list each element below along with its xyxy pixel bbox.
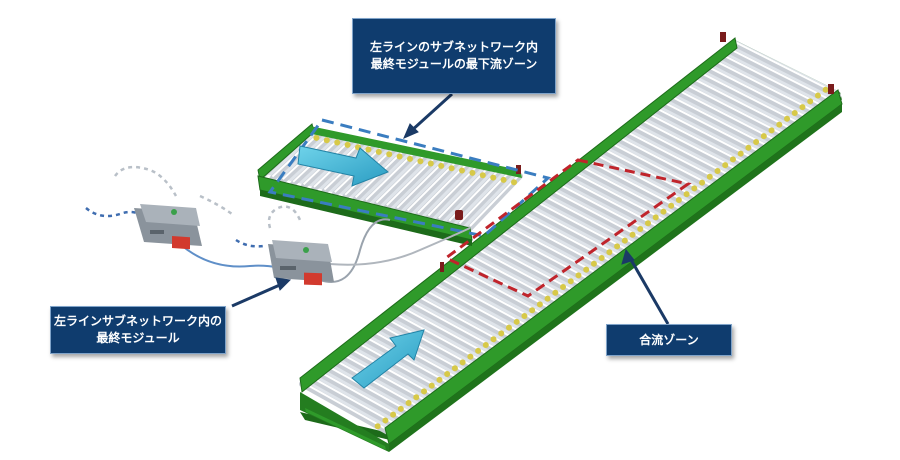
roller [612, 134, 717, 192]
roller [590, 152, 694, 210]
roller [435, 166, 492, 224]
roller [560, 175, 663, 233]
roller [456, 170, 513, 229]
roller [343, 345, 438, 401]
roller [358, 334, 454, 389]
roller [396, 304, 492, 360]
roller [433, 275, 531, 331]
roller [440, 269, 539, 325]
roller [425, 163, 482, 221]
merge-zone-callout: 合流ゾーン [606, 324, 732, 356]
roller [313, 369, 407, 424]
roller [404, 159, 461, 216]
roller [642, 111, 748, 169]
roller [582, 158, 686, 215]
flow-arrow-icon [297, 145, 389, 187]
roller [321, 363, 415, 418]
roller [351, 339, 446, 395]
roller [394, 156, 451, 213]
roller [500, 222, 601, 279]
roller [694, 70, 803, 128]
roller [679, 82, 787, 140]
roller [448, 263, 547, 320]
roller [522, 205, 624, 262]
roller [545, 187, 648, 244]
roller [508, 216, 609, 273]
merge-zone-outline [443, 158, 692, 298]
callout-text-line: 左ラインのサブネットワーク内 [369, 40, 538, 54]
roller [467, 173, 523, 231]
roller [485, 234, 585, 291]
control-module-icon [268, 240, 334, 286]
roller [363, 150, 419, 205]
roller [383, 154, 440, 211]
roller [709, 58, 818, 117]
roller [388, 310, 485, 366]
roller [403, 298, 500, 354]
roller [336, 351, 430, 407]
roller [537, 193, 640, 250]
roller [672, 87, 779, 146]
roller [381, 316, 477, 372]
roller [373, 152, 430, 208]
roller [717, 52, 826, 111]
roller [269, 129, 326, 182]
roller [328, 357, 423, 412]
main-conveyor [299, 32, 843, 452]
roller [552, 181, 655, 239]
roller [418, 287, 516, 343]
roller [455, 257, 554, 314]
roller [687, 76, 795, 134]
roller [410, 293, 508, 349]
left-branch-conveyor [257, 123, 523, 246]
roller [306, 375, 399, 430]
roller [605, 140, 710, 198]
callout-text-line: 合流ゾーン [639, 332, 699, 347]
flow-arrow-icon [351, 329, 425, 389]
callout-text-line: 最終モジュールの最下流ゾーン [370, 57, 538, 71]
roller [373, 322, 469, 378]
roller [732, 41, 841, 99]
roller [299, 381, 391, 435]
roller [470, 246, 570, 302]
roller [620, 128, 725, 186]
roller [463, 252, 562, 308]
roller [575, 164, 679, 221]
roller [627, 123, 733, 181]
control-module-icon [134, 204, 202, 250]
roller [657, 99, 764, 157]
last-module-callout: 左ラインサブネットワーク内の 最終モジュール [50, 306, 226, 354]
roller [530, 199, 632, 256]
roller [664, 93, 772, 152]
roller [478, 240, 578, 296]
roller [567, 169, 671, 227]
roller [515, 211, 616, 267]
roller [649, 105, 756, 163]
callout-text-line: 最終モジュール [96, 331, 180, 345]
downstream-zone-callout: 左ラインのサブネットワーク内 最終モジュールの最下流ゾーン [352, 18, 556, 94]
callout-pointers [231, 92, 670, 325]
roller [702, 64, 810, 123]
roller [425, 281, 523, 337]
roller [634, 117, 741, 175]
main-rollers [299, 41, 841, 435]
downstream-zone-outline [267, 118, 552, 238]
roller [724, 46, 834, 105]
roller [415, 161, 471, 218]
callout-text-line: 左ラインサブネットワーク内の [53, 314, 222, 328]
roller [493, 228, 593, 285]
